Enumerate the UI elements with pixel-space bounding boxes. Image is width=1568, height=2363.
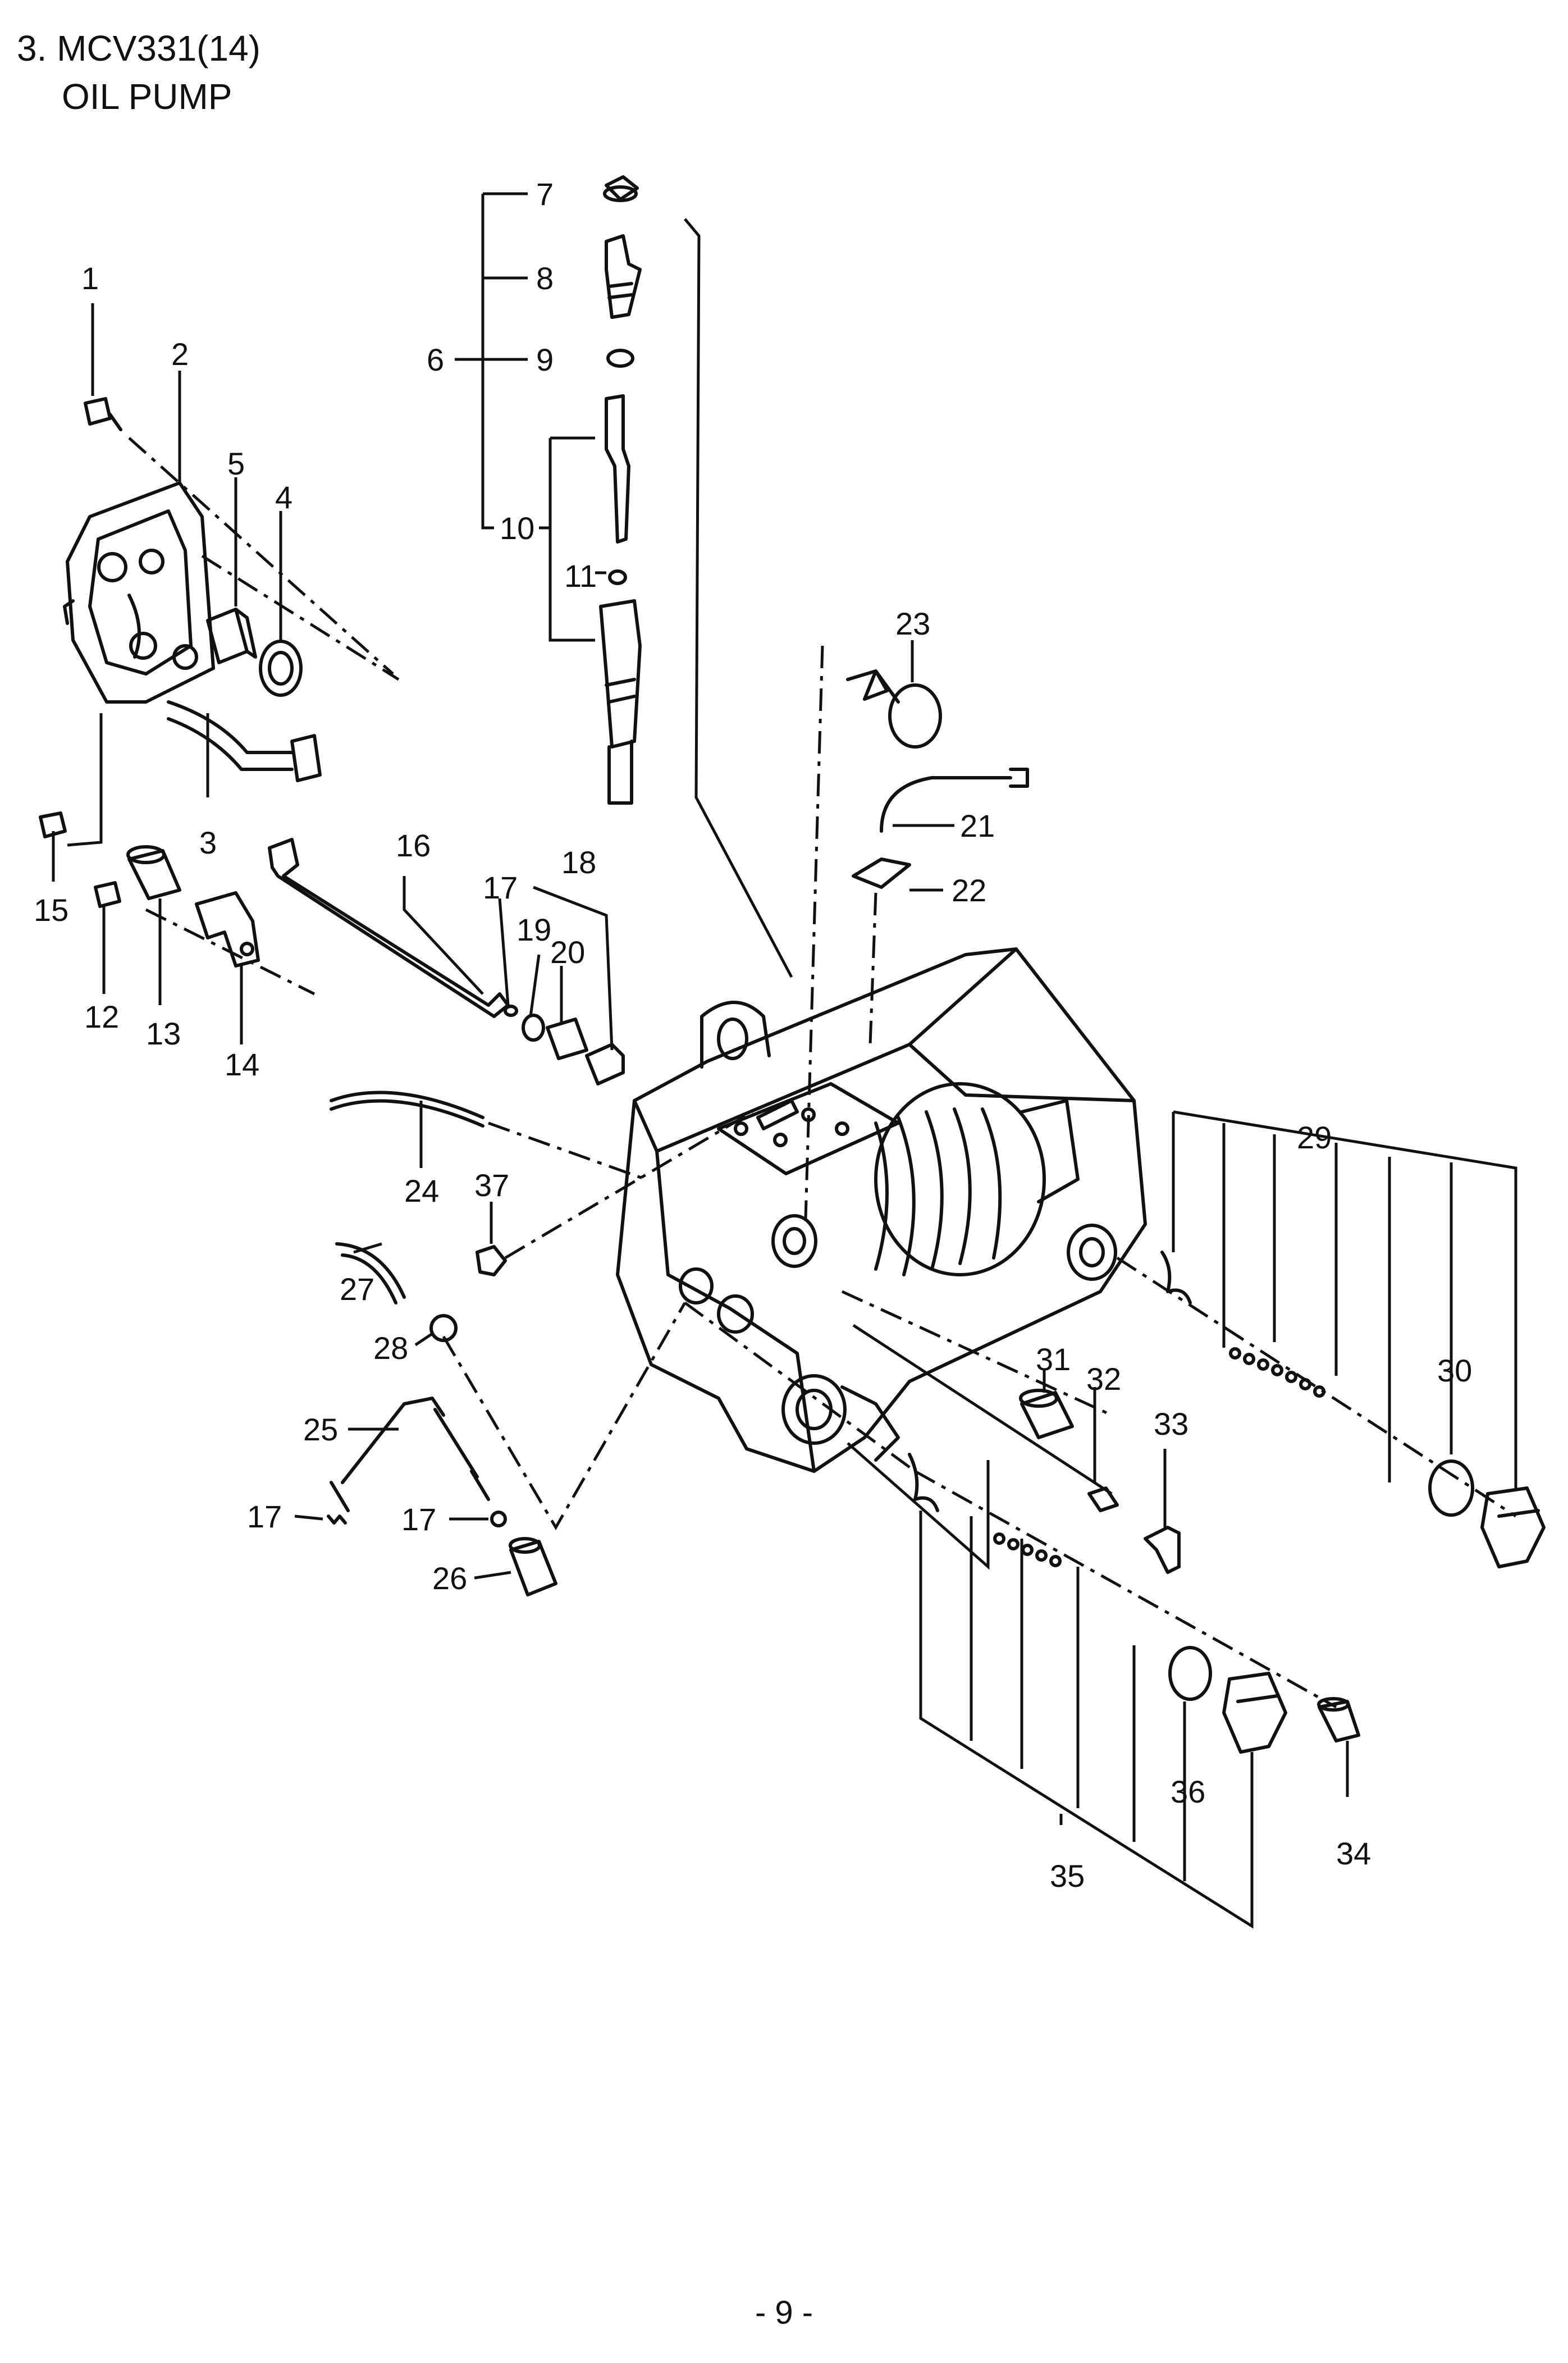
- callout-17-b: 17: [247, 1499, 282, 1534]
- part-30-o-ring: [1428, 1459, 1474, 1517]
- assembly-center-lines: [128, 437, 1517, 1709]
- part-18-gear: [585, 1043, 625, 1085]
- part-4-seal: [259, 640, 303, 697]
- page-number: - 9 -: [755, 2294, 813, 2331]
- callout-37: 37: [474, 1167, 509, 1203]
- part-13-sleeve: [126, 845, 181, 900]
- callout-6: 6: [427, 342, 444, 377]
- callout-33: 33: [1154, 1406, 1188, 1441]
- callout-7: 7: [536, 176, 554, 212]
- callout-8: 8: [536, 261, 554, 296]
- part-26-strainer: [509, 1537, 557, 1596]
- part-36-o-ring: [1168, 1646, 1212, 1701]
- callout-5: 5: [227, 446, 245, 481]
- callout-34: 34: [1336, 1836, 1371, 1871]
- part-35-spring-clip: [908, 1453, 939, 1512]
- callout-15: 15: [34, 892, 68, 928]
- callout-21: 21: [960, 808, 995, 843]
- part-20-bushing: [546, 1018, 588, 1060]
- part-31-filter: [1019, 1389, 1074, 1439]
- callout-36: 36: [1171, 1774, 1205, 1809]
- callout-35: 35: [1050, 1858, 1085, 1894]
- callout-23: 23: [895, 606, 930, 641]
- callout-25: 25: [303, 1412, 338, 1447]
- part-24-hose: [330, 1091, 484, 1128]
- part-29-cap: [1480, 1486, 1546, 1568]
- callout-13: 13: [146, 1016, 181, 1051]
- callout-4: 4: [275, 480, 292, 515]
- part-9-o-ring: [606, 349, 634, 368]
- diagram-subtitle: OIL PUMP: [62, 76, 232, 117]
- callout-16: 16: [396, 828, 431, 863]
- callout-31: 31: [1036, 1342, 1071, 1377]
- callout-3: 3: [199, 825, 217, 860]
- callout-17: 17: [483, 870, 518, 905]
- part-17c-o-ring: [490, 1511, 507, 1527]
- leader-lines: [52, 192, 1517, 1929]
- part-33-shaft: [1144, 1526, 1181, 1574]
- callout-32: 32: [1086, 1361, 1121, 1397]
- part-35-chain: [993, 1532, 1062, 1567]
- part-21-hose: [880, 768, 1029, 833]
- part-34-plug: [1317, 1697, 1360, 1742]
- callout-11: 11: [564, 558, 597, 594]
- callout-27: 27: [340, 1271, 374, 1307]
- part-17b-spring: [327, 1514, 347, 1525]
- part-22-grommet: [852, 857, 911, 889]
- part-15-screw: [39, 811, 67, 838]
- part-3-oil-hose: [167, 700, 322, 782]
- callout-17-c: 17: [401, 1502, 436, 1537]
- part-19-washer: [522, 1014, 545, 1042]
- part-11-o-ring: [608, 569, 627, 585]
- callout-12: 12: [84, 999, 119, 1034]
- callout-30: 30: [1437, 1353, 1472, 1388]
- part-12-screw: [94, 881, 121, 908]
- part-37-nut: [476, 1245, 507, 1276]
- callout-10: 10: [500, 510, 534, 546]
- callout-9: 9: [536, 342, 554, 377]
- part-10-piston: [605, 394, 630, 544]
- part-7-cap: [603, 175, 639, 202]
- part-5-block: [206, 608, 257, 664]
- callout-20: 20: [550, 934, 585, 970]
- part-16-shaft: [268, 838, 510, 1018]
- part-28-grommet: [429, 1314, 458, 1342]
- part-25-hose-assembly: [330, 1397, 490, 1512]
- callout-2: 2: [171, 336, 189, 372]
- callout-labels: 1 2 3 4 5 6 7 8 9 10 11 12 13 14 15 16 1…: [34, 176, 1472, 1894]
- part-32-nut: [1087, 1486, 1119, 1512]
- callout-22: 22: [952, 873, 986, 908]
- callout-29: 29: [1297, 1120, 1332, 1155]
- diagram-title: 3. MCV331(14): [17, 28, 260, 69]
- callout-24: 24: [404, 1173, 439, 1208]
- crankcase-body: [616, 947, 1147, 1473]
- part-23-oil-cap: [846, 669, 942, 749]
- oil-pump-cover: [63, 481, 215, 704]
- part-1-screw: [84, 397, 122, 431]
- callout-14: 14: [225, 1047, 259, 1082]
- part-14-bracket: [195, 891, 260, 968]
- part-35-cap: [1222, 1672, 1287, 1754]
- callout-18: 18: [561, 845, 596, 880]
- part-27-hose: [335, 1242, 406, 1304]
- part-29-chain: [1229, 1347, 1325, 1398]
- part-10-housing: [599, 599, 642, 805]
- callout-19: 19: [516, 912, 551, 947]
- part-8-fitting: [605, 234, 642, 319]
- callout-28: 28: [373, 1330, 408, 1366]
- part-17-spring: [504, 1005, 518, 1017]
- callout-26: 26: [432, 1561, 467, 1596]
- part-29-spring-clip: [1160, 1251, 1192, 1304]
- callout-1: 1: [81, 261, 99, 296]
